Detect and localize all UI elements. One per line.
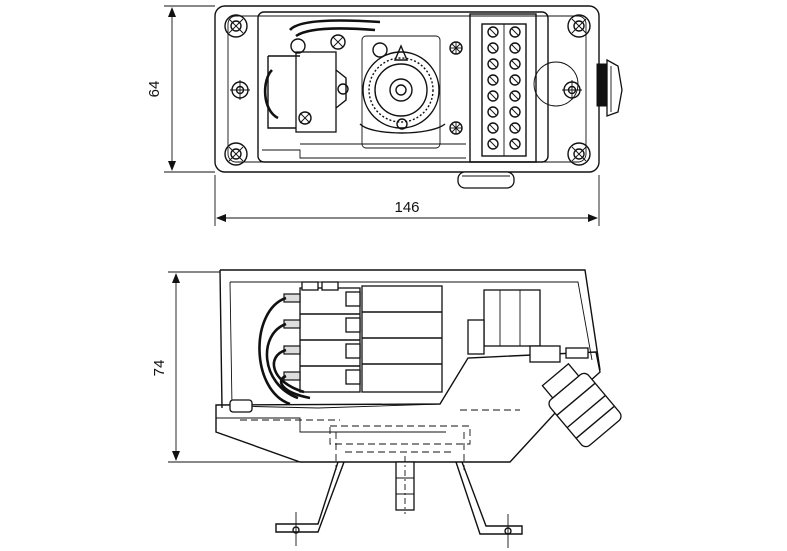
terminal-screw-icon [509,58,521,70]
bottom-knob-icon [457,171,515,189]
actuator-block-icon [467,289,589,363]
cover-outline [219,269,601,409]
terminal-screw-icon [509,42,521,54]
terminal-screw-icon [487,26,499,38]
wire [258,296,291,406]
terminal-screw-icon [509,138,521,150]
dimension-label: 74 [151,360,168,377]
switch-stack-icon [283,281,443,393]
mounting-bracket-icon [275,461,523,548]
top-cavity [257,11,549,163]
terminal-screw-icon [487,58,499,70]
terminal-screw-icon [509,122,521,134]
wire [289,19,381,31]
wire [272,348,305,394]
star-screw-icon [449,121,463,135]
dimension-height-top: 64 [146,5,215,173]
terminal-screw-icon [487,74,499,86]
setpoint-dial-icon [359,35,446,149]
terminal-screw-icon [487,138,499,150]
mounting-hole-icon [230,80,250,100]
dimension-label: 64 [146,81,163,98]
cable-gland-icon [596,58,623,117]
cable-gland-icon [541,362,622,448]
top-view [214,5,623,189]
gland-opening [533,61,579,107]
corner-screw-icon [224,14,248,38]
mounting-hole-icon [562,80,582,100]
corner-screw-icon [224,142,248,166]
star-screw-icon [449,41,463,55]
screw-icon [330,34,346,50]
terminal-screw-icon [487,90,499,102]
shaft-icon [395,456,415,514]
dimension-width-top: 146 [214,175,600,226]
microswitch-icon [267,51,349,133]
terminal-screw-icon [487,42,499,54]
top-housing-inner [227,15,587,163]
terminal-screw-icon [509,74,521,86]
terminal-block-icon [469,13,537,163]
corner-screw-icon [567,14,591,38]
terminal-screw-icon [509,26,521,38]
terminal-screw-icon [487,122,499,134]
terminal-screw-icon [509,90,521,102]
wire [265,322,299,400]
wire [295,27,376,38]
screw-icon [290,38,306,54]
wire [279,374,311,400]
dimension-height-side: 74 [151,271,300,463]
dimension-label: 146 [394,199,419,216]
side-view [215,269,622,548]
wire [263,69,279,120]
top-housing-outer [214,5,600,173]
terminal-screw-icon [509,106,521,118]
terminal-screw-icon [487,106,499,118]
corner-screw-icon [567,142,591,166]
